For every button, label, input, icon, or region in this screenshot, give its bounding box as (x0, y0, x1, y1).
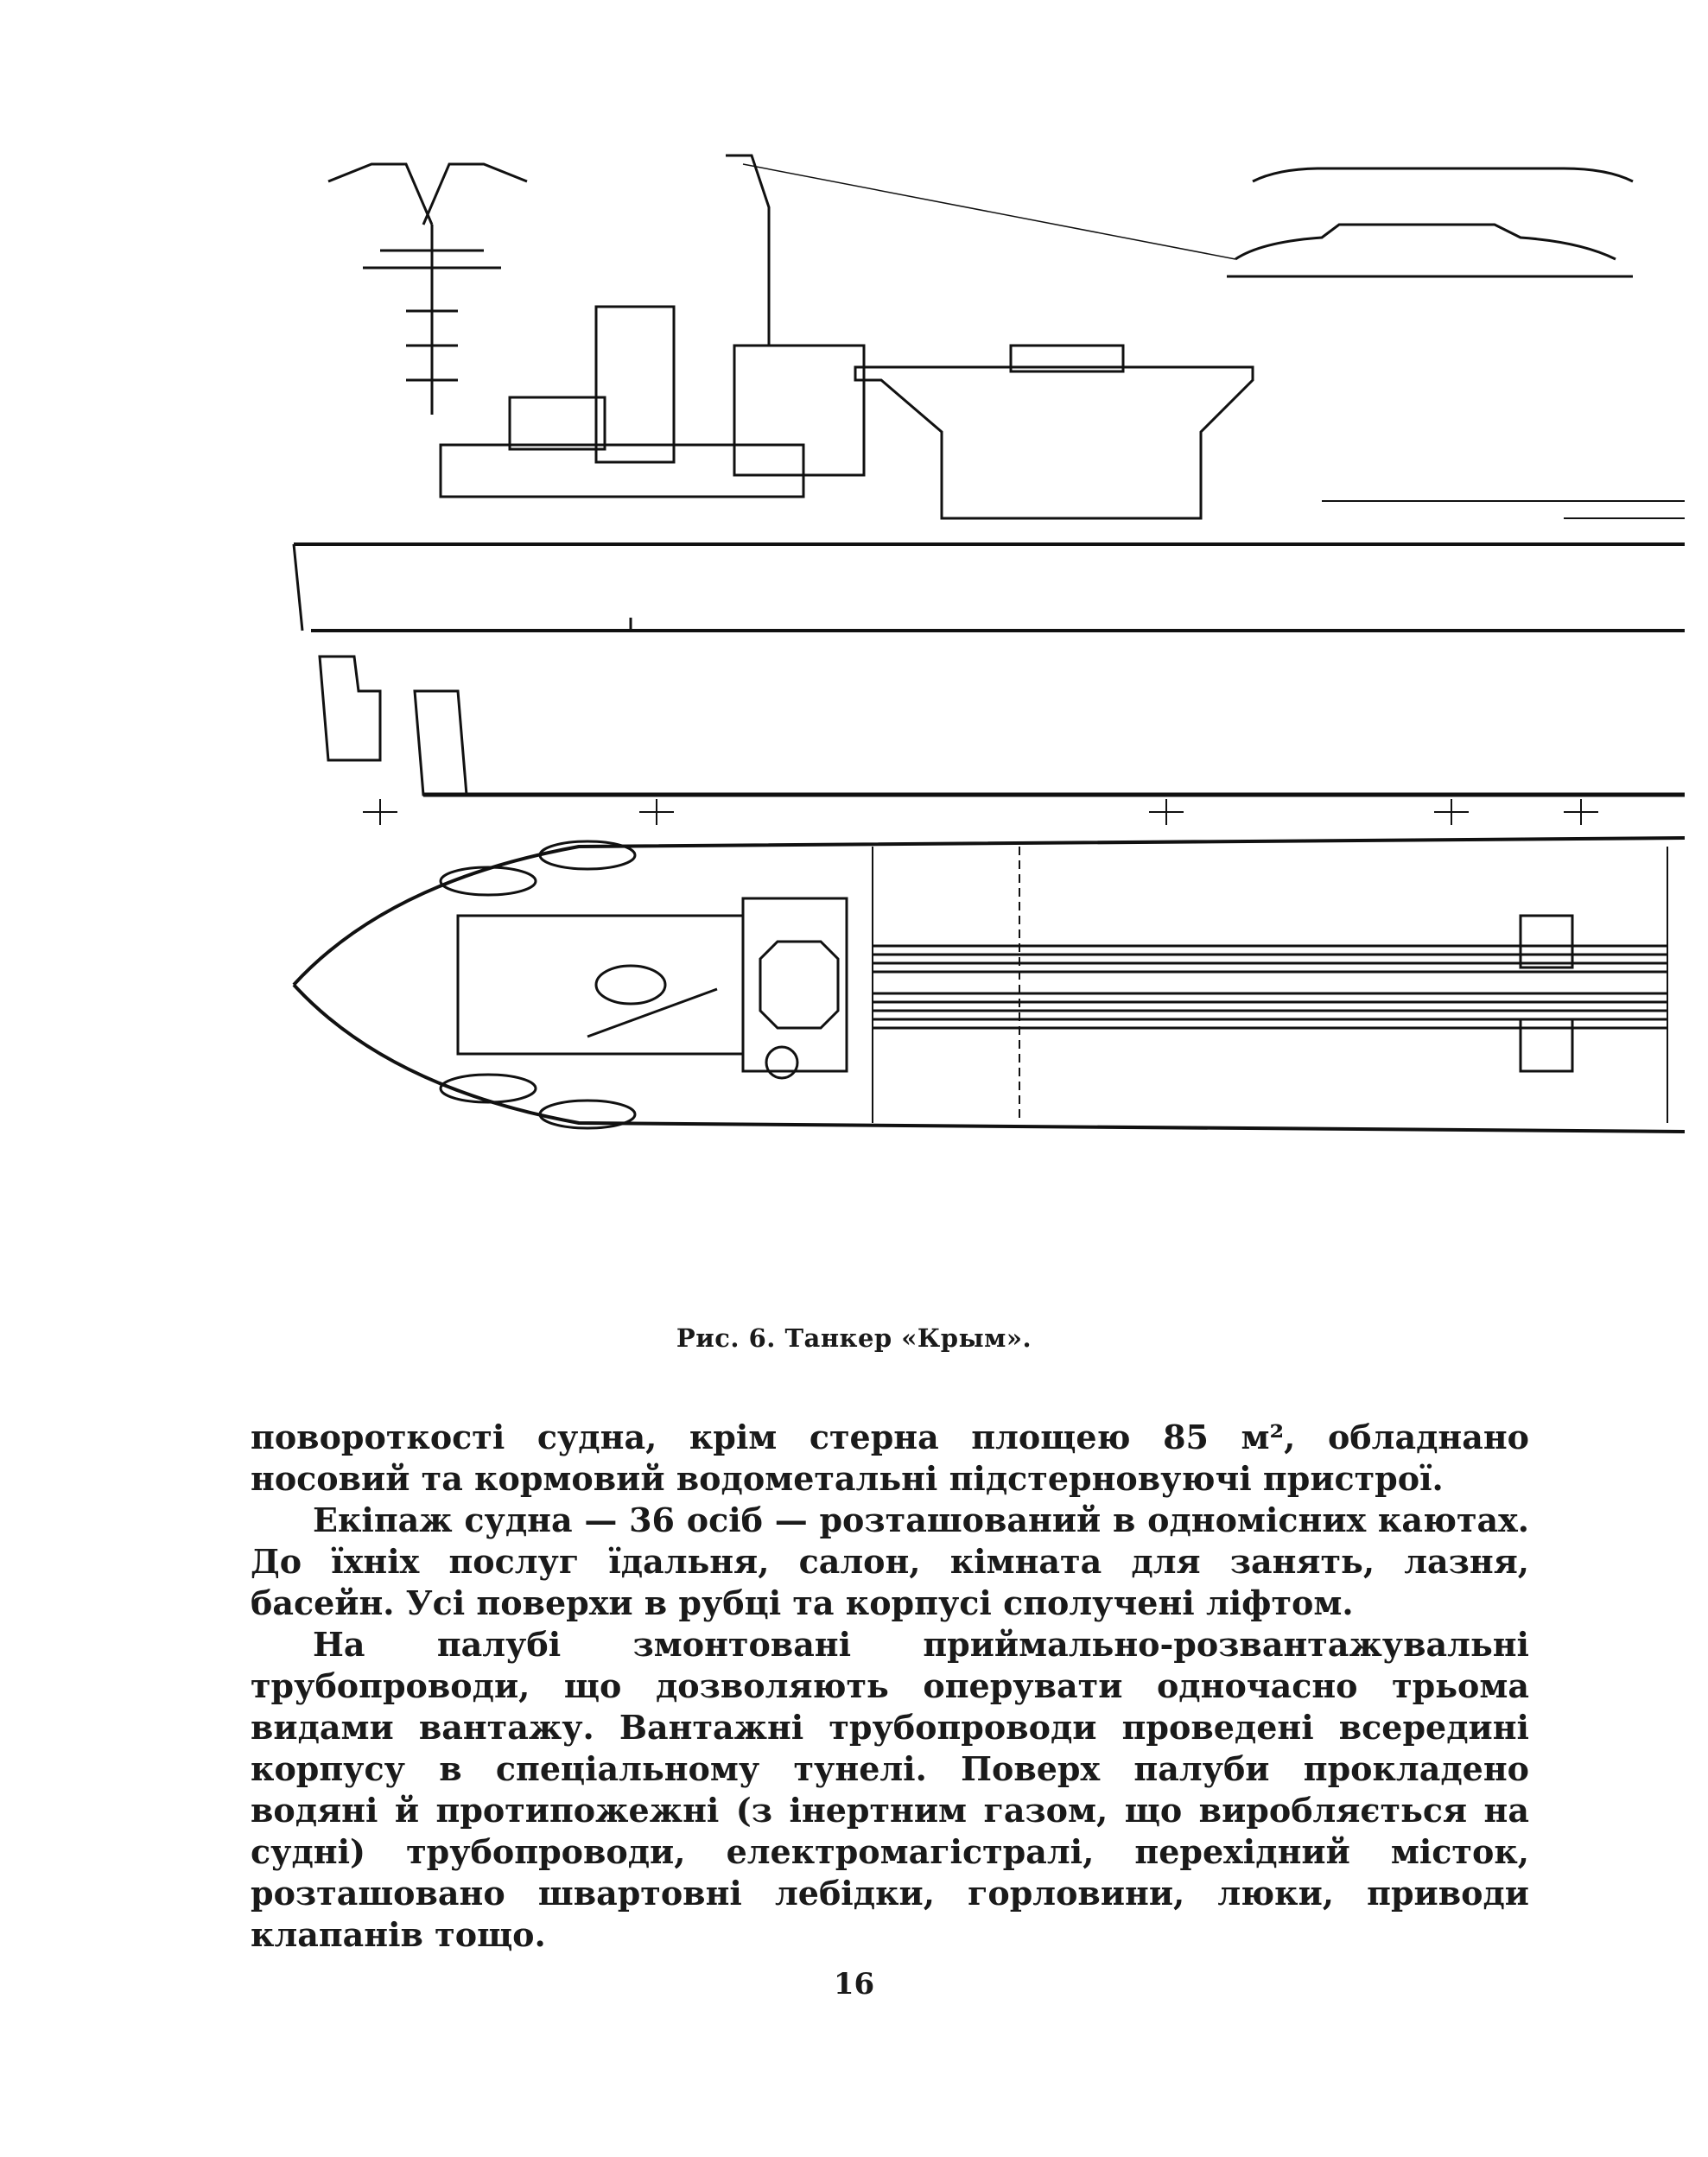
body-text: поворотк­ості судна, крім стерна площею … (251, 1417, 1529, 1956)
superstructure (439, 154, 1254, 520)
mast-drawing (327, 162, 528, 415)
paragraph: На палубі змонтовані приймально-розванта… (251, 1625, 1529, 1954)
pipelines (873, 847, 1667, 1123)
paragraph: поворотк­ості судна, крім стерна площею … (251, 1418, 1529, 1498)
paragraph: Екіпаж судна — 36 осіб — розташований в … (251, 1500, 1529, 1622)
hull-profile (292, 500, 1685, 797)
tanker-drawing (285, 138, 1685, 1304)
frame-marks (363, 799, 1598, 825)
small-plan-views (1227, 167, 1634, 278)
figure-caption: Рис. 6. Танкер «Крым». (676, 1323, 1032, 1353)
page-number: 16 (833, 1967, 875, 2002)
deck-plan (292, 836, 1685, 1133)
tanker-illustration (292, 154, 1685, 1133)
